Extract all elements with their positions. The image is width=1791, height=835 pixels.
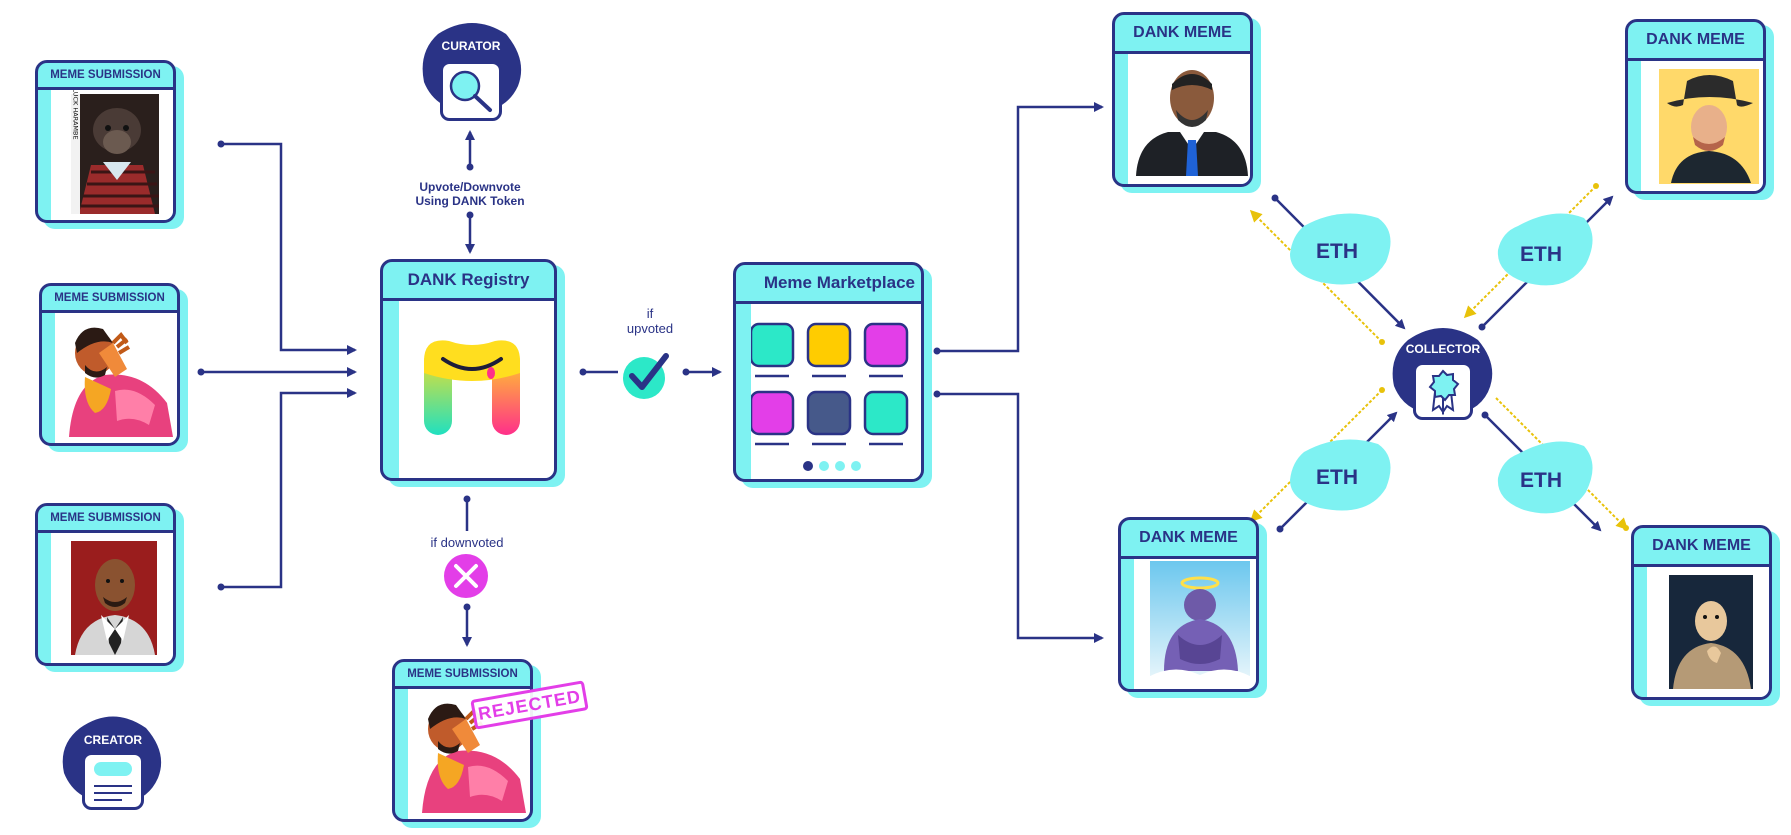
award-ribbon-icon xyxy=(1413,362,1473,420)
card-header: MEME SUBMISSION xyxy=(38,506,173,533)
pagination-dot-active xyxy=(803,461,813,471)
arrow-sub1-registry xyxy=(221,142,357,355)
meme-submission-card-3: MEME SUBMISSION xyxy=(35,503,184,672)
angel-gorilla-meme-image xyxy=(1148,561,1252,682)
harambe-meme-image: BAD LUCK HARAMBE xyxy=(71,90,159,214)
dank-logo-icon xyxy=(424,340,520,435)
drake-meme-image xyxy=(69,327,173,437)
downvoted-label: if downvoted xyxy=(430,535,504,550)
card-header: MEME SUBMISSION xyxy=(42,286,177,313)
eth-label-2: ETH xyxy=(1520,243,1562,266)
eth-flow-dank1 xyxy=(1249,209,1383,343)
card-header: MEME SUBMISSION xyxy=(38,63,173,90)
creator-label: CREATOR xyxy=(83,733,143,747)
dank-meme-card-3: DANK MEME xyxy=(1118,517,1267,698)
vote-text-line2: Using DANK Token xyxy=(415,194,525,208)
dank-meme-card-4: DANK MEME xyxy=(1631,525,1780,706)
eth-label-1: ETH xyxy=(1316,240,1358,263)
arrow-market-dank3 xyxy=(937,392,1104,643)
cowboy-meme-image xyxy=(1659,69,1759,184)
obama-meme-image xyxy=(1136,70,1248,176)
dank-meme-card-1: DANK MEME xyxy=(1112,12,1261,193)
market-item xyxy=(863,390,909,436)
arrow-market-dank1 xyxy=(937,102,1104,353)
eth-label-3: ETH xyxy=(1316,466,1358,489)
eth-flow-dank4 xyxy=(1495,397,1629,531)
meme-submission-card-1: MEME SUBMISSION BAD LUCK HARAMBE xyxy=(35,60,184,229)
document-icon xyxy=(82,752,144,810)
downvote-x-icon xyxy=(444,554,488,598)
vote-text: Upvote/Downvote Using DANK Token xyxy=(400,180,540,208)
upvoted-label: if upvoted xyxy=(610,306,690,336)
market-item xyxy=(751,322,795,368)
card-header: MEME SUBMISSION xyxy=(395,662,530,689)
card-header: DANK MEME xyxy=(1628,22,1763,61)
eth-flow-dank3 xyxy=(1249,389,1383,523)
rejected-submission-card: MEME SUBMISSION xyxy=(392,659,541,828)
marketplace-title: Meme Marketplace xyxy=(736,265,921,304)
pagination-dot xyxy=(835,461,845,471)
steve-harvey-meme-image xyxy=(71,541,157,655)
collector-label: COLLECTOR xyxy=(1405,342,1481,356)
upvoted-line1: if xyxy=(646,306,654,321)
curator-label: CURATOR xyxy=(441,39,501,53)
upvoted-line2: upvoted xyxy=(626,321,674,336)
collector-badge: COLLECTOR xyxy=(1388,324,1498,424)
market-item xyxy=(806,322,852,368)
card-header: DANK MEME xyxy=(1115,15,1250,54)
dr-evil-meme-image xyxy=(1669,575,1753,689)
meme-submission-card-2: MEME SUBMISSION xyxy=(39,283,188,452)
vote-text-line1: Upvote/Downvote xyxy=(419,180,521,194)
creator-badge: CREATOR xyxy=(58,713,168,813)
harambe-caption: BAD LUCK HARAMBE xyxy=(72,90,80,140)
eth-label-4: ETH xyxy=(1520,469,1562,492)
pagination-dot xyxy=(851,461,861,471)
registry-title: DANK Registry xyxy=(383,262,554,301)
market-item xyxy=(806,390,852,436)
arrow-sub3-registry xyxy=(221,388,357,589)
meme-marketplace-card: Meme Marketplace xyxy=(733,262,932,488)
card-header: DANK MEME xyxy=(1121,520,1256,559)
curator-badge: CURATOR xyxy=(418,20,526,123)
dank-meme-card-2: DANK MEME xyxy=(1625,19,1774,200)
magnifier-icon xyxy=(440,61,502,121)
rejected-meme-image xyxy=(422,703,526,813)
market-item xyxy=(751,390,795,436)
market-item xyxy=(863,322,909,368)
marketplace-grid xyxy=(751,322,909,471)
dank-registry-card: DANK Registry xyxy=(380,259,565,487)
card-header: DANK MEME xyxy=(1634,528,1769,567)
upvote-check-icon xyxy=(623,353,669,399)
pagination-dot xyxy=(819,461,829,471)
